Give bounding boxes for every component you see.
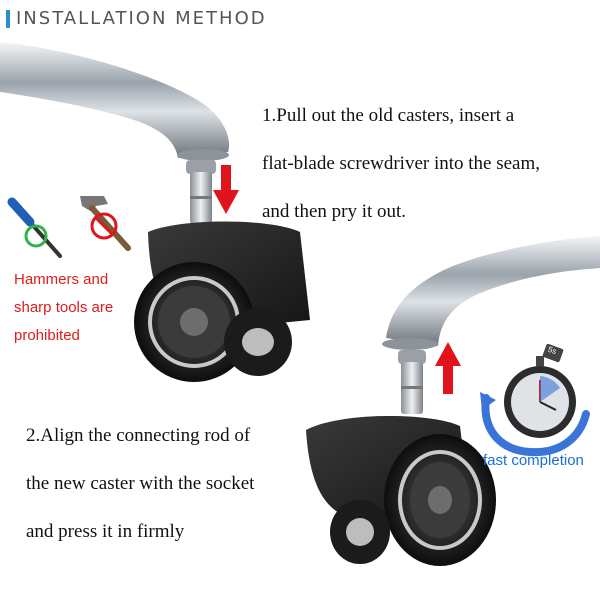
chair-arm-top xyxy=(0,42,230,161)
warning-line: sharp tools are xyxy=(14,299,114,316)
tool-warning: Hammers and sharp tools are prohibited xyxy=(14,266,164,350)
caster-stem-bottom xyxy=(398,350,426,414)
step-2-line: the new caster with the socket xyxy=(26,473,255,494)
down-arrow-icon xyxy=(213,165,239,214)
caster-stem-top xyxy=(186,160,216,224)
up-arrow-icon xyxy=(435,342,461,394)
step-1-line: and then pry it out. xyxy=(262,201,407,222)
new-caster xyxy=(306,415,496,566)
stopwatch-icon xyxy=(480,343,590,457)
screwdriver-icon xyxy=(7,197,62,258)
fast-completion-label: fast completion xyxy=(483,452,584,469)
hammer-prohibited-icon xyxy=(80,196,131,251)
step-2-line: 2.Align the connecting rod of xyxy=(26,425,251,446)
page-title: INSTALLATION METHOD xyxy=(16,8,267,29)
step-1-line: 1.Pull out the old casters, insert a xyxy=(262,105,515,126)
step-1-instructions: 1.Pull out the old casters, insert a fla… xyxy=(262,92,600,236)
step-1-line: flat-blade screwdriver into the seam, xyxy=(262,153,541,174)
old-caster xyxy=(134,221,310,382)
step-2-line: and press it in firmly xyxy=(26,521,185,542)
step-2-instructions: 2.Align the connecting rod of the new ca… xyxy=(26,412,316,556)
chair-arm-bottom xyxy=(382,236,600,350)
warning-line: prohibited xyxy=(14,327,80,344)
warning-line: Hammers and xyxy=(14,271,109,288)
header-accent-bar xyxy=(6,10,10,28)
